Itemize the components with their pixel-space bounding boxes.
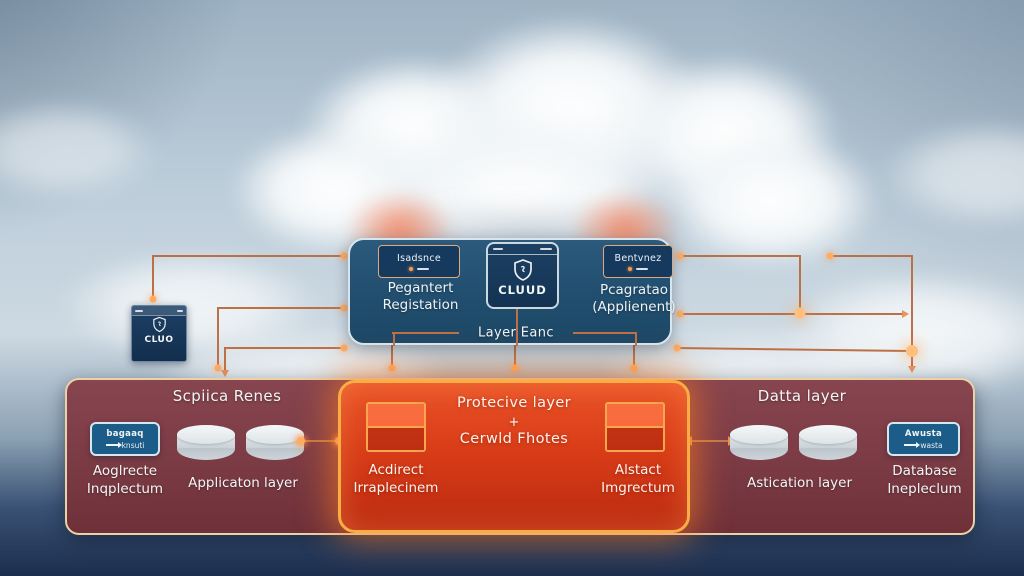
right-badge: Awusta wasta	[887, 422, 960, 456]
divider-label: Layer Eanc	[478, 325, 554, 341]
left-badge: bagaaq knsuti	[90, 422, 160, 456]
chip-label: Bentvnez	[614, 252, 662, 264]
table-icon	[605, 402, 665, 452]
plus-sign: +	[508, 415, 520, 430]
shield-icon	[513, 259, 532, 281]
connector-dot-icon	[297, 437, 305, 445]
cloud-puff	[0, 100, 160, 200]
cylinder-top	[246, 425, 304, 444]
left-section-header: Scpiica Renes	[172, 387, 282, 405]
divider-line	[392, 332, 459, 334]
cylinder-top	[177, 425, 235, 444]
text-line: Inqplectum	[86, 481, 164, 497]
protective-layer-panel: Protecive layer + Cerwld Fhotes Acdirect…	[338, 380, 690, 533]
badge-text: Awusta	[904, 428, 943, 439]
window-titlebar	[488, 244, 557, 255]
connector-stub	[393, 332, 395, 346]
titlebar-text-mark	[135, 309, 143, 312]
right-section-header: Datta layer	[757, 387, 847, 405]
text-line: (Applienent)	[592, 299, 676, 315]
text-line: Aoglrecte	[92, 463, 158, 479]
cloud-node-label: CLUO	[144, 335, 174, 345]
chip-status	[409, 266, 429, 271]
text-line: Pcagratao	[599, 282, 669, 298]
shield-icon	[152, 316, 166, 333]
cloud-window-label: CLUUD	[498, 283, 547, 297]
titlebar-text-mark	[493, 248, 503, 250]
database-icon	[799, 425, 857, 465]
status-dash	[636, 267, 648, 270]
table-row-top	[607, 404, 663, 428]
connector-stub	[516, 309, 518, 346]
cloud-puff	[660, 130, 880, 270]
database-icon	[730, 425, 788, 465]
status-dash	[417, 267, 429, 270]
cylinder-top	[799, 425, 857, 444]
divider-line	[573, 332, 636, 334]
data-layer-panel: Scpiica Renes bagaaq knsuti Aoglrecte In…	[65, 378, 975, 535]
right-badge-caption: Database Inepleclum	[867, 462, 982, 498]
titlebar-text-mark	[177, 309, 183, 312]
protective-subtitle: Cerwld Fhotes	[459, 431, 569, 447]
text-line: Inepleclum	[887, 481, 962, 497]
badge-subtext: wasta	[904, 440, 943, 450]
right-cylinders-caption: Astication layer	[746, 475, 853, 491]
status-dot-icon	[628, 266, 632, 271]
orange-left-caption: Acdirect Irraplecinem	[341, 461, 451, 497]
table-icon	[366, 402, 426, 452]
top-panel-right-text: Pcagratao (Applienent)	[578, 282, 690, 316]
database-icon	[246, 425, 304, 465]
badge-subtext-label: knsuti	[121, 440, 145, 450]
chip-status	[628, 266, 648, 271]
connector-left	[297, 437, 343, 445]
cloud-browser-window: CLUUD	[486, 242, 559, 309]
text-line: Acdirect	[368, 462, 424, 478]
protective-title: Protecive layer	[456, 395, 572, 411]
database-icon	[177, 425, 235, 465]
text-line: Imgrectum	[601, 480, 675, 496]
titlebar-text-mark	[540, 248, 552, 250]
table-row-bottom	[368, 428, 424, 450]
cylinder-top	[730, 425, 788, 444]
window-titlebar	[132, 306, 186, 316]
connector-right	[685, 436, 735, 446]
text-line: Alstact	[614, 462, 662, 478]
chip-insurance: Isadsnce	[378, 245, 460, 278]
top-panel-left-text: Pegantert Registation	[358, 280, 483, 314]
text-line: Irraplecinem	[353, 480, 439, 496]
text-line: Database	[892, 463, 957, 479]
status-dot-icon	[409, 266, 413, 271]
cloud-node-small: CLUO	[131, 305, 187, 362]
left-badge-caption: Aoglrecte Inqplectum	[67, 462, 183, 498]
badge-text: bagaaq	[106, 428, 144, 439]
text-line: Pegantert	[387, 280, 454, 296]
cloud-layer-panel: Isadsnce Bentvnez CLUUD	[348, 238, 676, 346]
table-row-top	[368, 404, 424, 428]
connector-stub	[635, 332, 637, 346]
text-line: Registation	[382, 297, 459, 313]
chip-bentvnez: Bentvnez	[603, 245, 673, 278]
arrow-icon	[904, 442, 921, 448]
table-row-bottom	[607, 428, 663, 450]
chip-label: Isadsnce	[396, 252, 442, 264]
arrow-icon	[105, 442, 122, 448]
orange-right-caption: Alstact Imgrectum	[583, 461, 693, 497]
left-cylinders-caption: Applicaton layer	[188, 475, 298, 491]
badge-subtext-label: wasta	[920, 440, 943, 450]
badge-subtext: knsuti	[105, 440, 145, 450]
